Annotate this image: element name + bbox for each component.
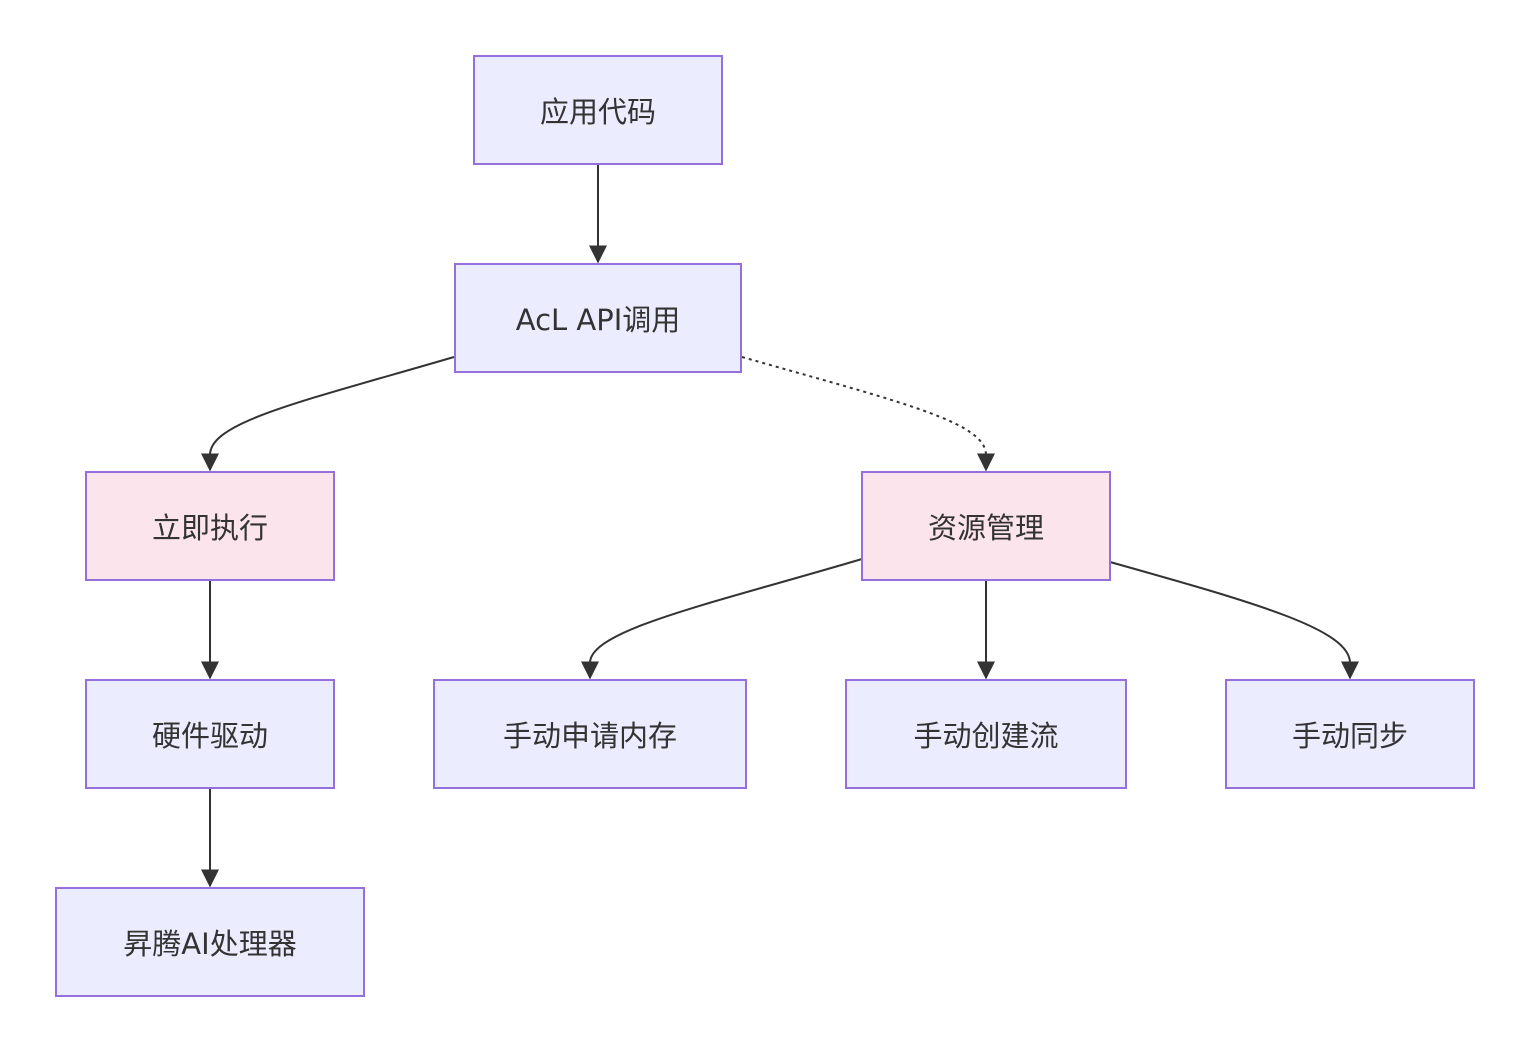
node-resource-management[interactable]: 资源管理: [861, 471, 1111, 581]
node-resource-management-label: 资源管理: [927, 511, 1044, 545]
node-hardware-driver[interactable]: 硬件驱动: [85, 679, 335, 789]
node-manual-sync-label: 手动同步: [1291, 719, 1408, 753]
node-manual-alloc-memory[interactable]: 手动申请内存: [433, 679, 747, 789]
node-ascend-ai-processor[interactable]: 昇腾AI处理器: [55, 887, 365, 997]
node-immediate-execution-label: 立即执行: [151, 511, 268, 545]
node-manual-create-stream-label: 手动创建流: [913, 719, 1059, 753]
node-manual-create-stream[interactable]: 手动创建流: [845, 679, 1127, 789]
node-app-code-label: 应用代码: [539, 95, 656, 129]
edge-resource-mgmt-to-sync: [1109, 561, 1359, 680]
node-acl-api[interactable]: AcL API调用: [454, 263, 742, 373]
edge-resource-mgmt-to-alloc-mem: [581, 558, 863, 680]
node-manual-sync[interactable]: 手动同步: [1225, 679, 1475, 789]
node-app-code[interactable]: 应用代码: [473, 55, 723, 165]
node-hardware-driver-label: 硬件驱动: [151, 719, 268, 753]
edge-acl-api-to-resource-mgmt: [741, 356, 995, 472]
node-ascend-ai-processor-label: 昇腾AI处理器: [123, 927, 297, 961]
node-immediate-execution[interactable]: 立即执行: [85, 471, 335, 581]
node-acl-api-label: AcL API调用: [515, 303, 681, 337]
edge-acl-api-to-immediate: [201, 356, 455, 472]
node-manual-alloc-memory-label: 手动申请内存: [502, 719, 677, 753]
